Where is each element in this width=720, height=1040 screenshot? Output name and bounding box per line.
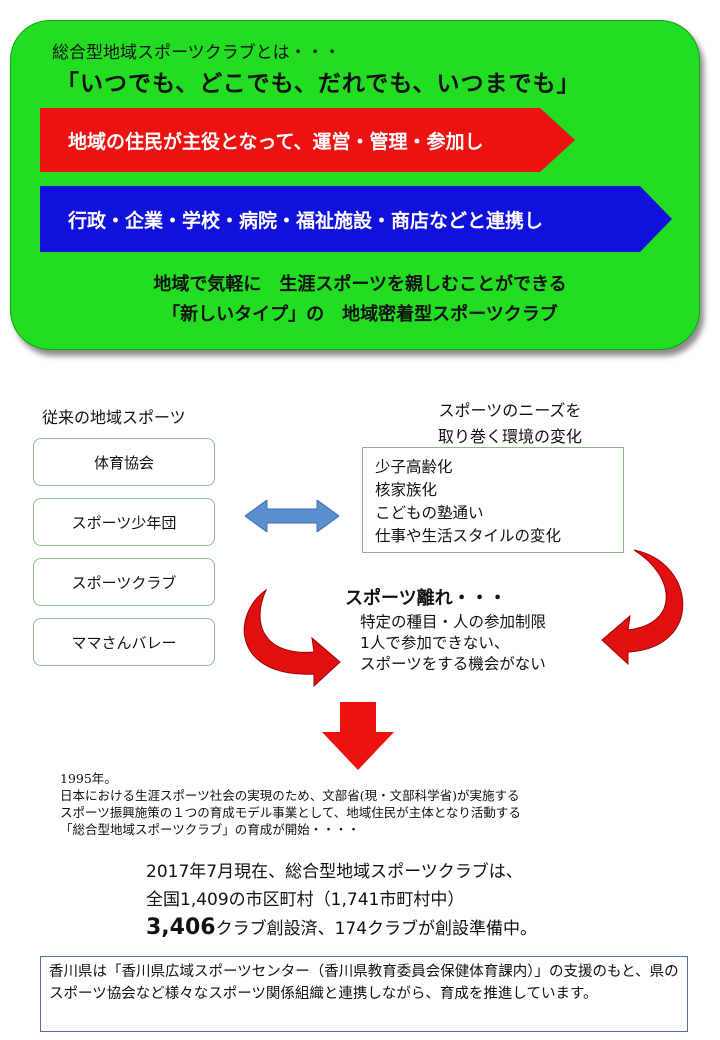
history-line: 「総合型地域スポーツクラブ」の育成が開始・・・・	[60, 822, 360, 837]
curved-arrow-left-icon	[243, 588, 341, 688]
resident-led-label: 地域の住民が主役となって、運営・管理・参加し	[68, 130, 484, 153]
intro-text: 総合型地域スポーツクラブとは・・・	[52, 43, 341, 63]
intro-panel	[10, 20, 700, 350]
stats-line-3: 3,406クラブ創設済、174クラブが創設準備中。	[146, 914, 537, 943]
needs-title: スポーツのニーズを 取り巻く環境の変化	[390, 398, 630, 450]
needs-item: こどもの塾通い	[375, 504, 484, 522]
resident-led-arrow: 地域の住民が主役となって、運営・管理・参加し	[40, 108, 575, 172]
needs-box: 少子高齢化 核家族化 こどもの塾通い 仕事や生活スタイルの変化	[362, 447, 624, 553]
tagline-line-1: 地域で気軽に 生涯スポーツを親しむことができる	[153, 274, 567, 295]
dropout-item: 1人で参加できない、	[360, 634, 510, 652]
needs-title-line-1: スポーツのニーズを	[438, 401, 582, 420]
partnership-label: 行政・企業・学校・病院・福祉施設・商店などと連携し	[68, 209, 544, 232]
history-line: スポーツ振興施策の１つの育成モデル事業として、地域住民が主体となり活動する	[60, 805, 521, 820]
stats-line-3-rest: クラブ創設済、174クラブが創設準備中。	[215, 919, 538, 939]
org-box-label: スポーツクラブ	[71, 573, 177, 592]
org-box-sports-club: スポーツクラブ	[33, 558, 215, 606]
tagline-line-2: 「新しいタイプ」の 地域密着型スポーツクラブ	[162, 304, 558, 325]
dropout-item: スポーツをする機会がない	[360, 655, 546, 673]
history-line: 日本における生涯スポーツ社会の実現のため、文部省(現・文部科学省)が実施する	[60, 788, 520, 803]
stats-line-1: 2017年7月現在、総合型地域スポーツクラブは、	[146, 862, 523, 882]
club-statistics: 2017年7月現在、総合型地域スポーツクラブは、 全国1,409の市区町村（1,…	[146, 858, 537, 943]
double-arrow-icon	[245, 500, 339, 532]
org-box-label: スポーツ少年団	[71, 513, 177, 532]
needs-item: 少子高齢化	[375, 458, 453, 476]
dropout-item: 特定の種目・人の参加制限	[360, 613, 547, 631]
traditional-sports-title: 従来の地域スポーツ	[42, 408, 186, 427]
org-box-label: 体育協会	[93, 453, 154, 472]
slogan: 「いつでも、どこでも、だれでも、いつまでも」	[56, 71, 581, 97]
curved-arrow-right-icon	[601, 549, 684, 666]
history-line: 1995年。	[60, 771, 117, 786]
org-box-sports-association: 体育協会	[33, 438, 215, 486]
kagawa-note: 香川県は「香川県広域スポーツセンター（香川県教育委員会保健体育課内）」の支援のも…	[40, 956, 688, 1032]
history-text: 1995年。 日本における生涯スポーツ社会の実現のため、文部省(現・文部科学省)…	[60, 770, 521, 838]
dropout-title: スポーツ離れ・・・	[345, 588, 507, 609]
needs-item: 核家族化	[375, 481, 438, 499]
org-box-youth-sports-club: スポーツ少年団	[33, 498, 215, 546]
stats-line-2: 全国1,409の市区町村（1,741市町村中）	[146, 890, 465, 910]
needs-title-line-2: 取り巻く環境の変化	[437, 427, 582, 446]
partnership-arrow: 行政・企業・学校・病院・福祉施設・商店などと連携し	[40, 186, 672, 252]
down-arrow-icon	[322, 702, 394, 770]
org-box-label: ママさんバレー	[71, 633, 177, 652]
needs-item: 仕事や生活スタイルの変化	[375, 527, 562, 545]
org-box-mothers-volleyball: ママさんバレー	[33, 618, 215, 666]
club-count: 3,406	[146, 915, 216, 940]
dropout-list: 特定の種目・人の参加制限 1人で参加できない、 スポーツをする機会がない	[360, 612, 546, 675]
